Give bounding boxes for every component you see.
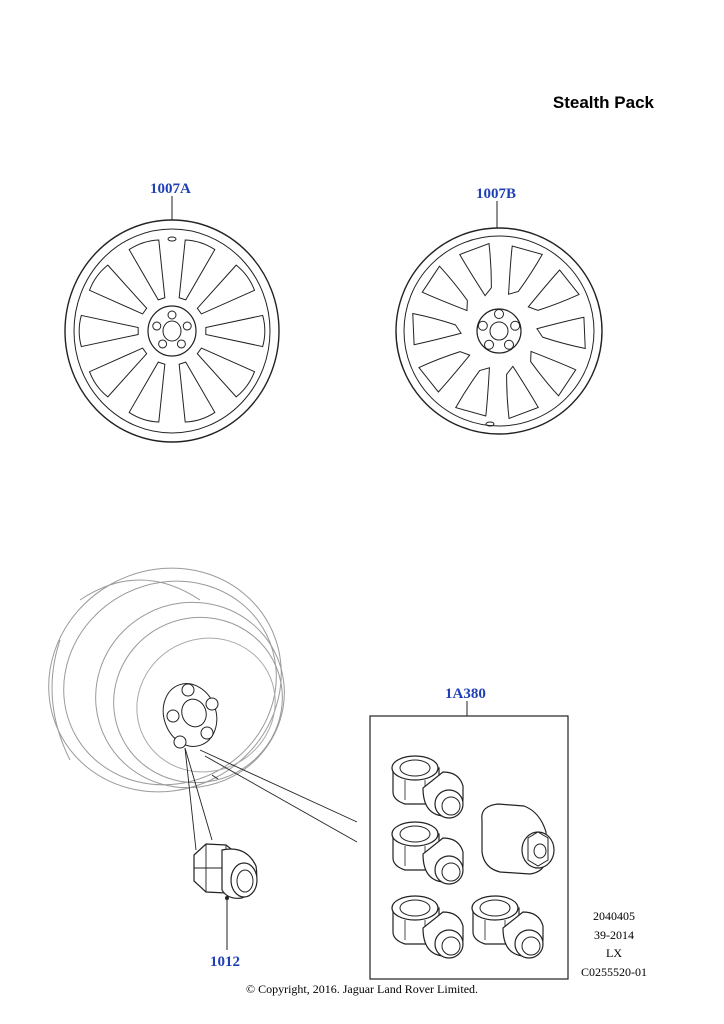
spoke-window	[205, 314, 266, 348]
wheel-1007b[interactable]	[395, 201, 603, 435]
wheel-1007a[interactable]	[64, 196, 280, 443]
spoke-window	[459, 242, 492, 297]
lug-hole	[182, 321, 192, 331]
wheel-1007b-valve	[485, 421, 495, 427]
reference-line-3: LX	[606, 946, 622, 960]
lug-hole	[152, 321, 162, 331]
wheel-1007a-center	[162, 320, 182, 342]
spoke-window	[196, 264, 256, 315]
spoke-window	[421, 265, 468, 312]
nut-leader-dot	[225, 896, 229, 900]
spoke-window	[536, 316, 586, 350]
lug-hole	[167, 310, 177, 320]
spoke-window	[88, 347, 148, 398]
mounted-wheel-hub	[162, 683, 219, 749]
wheel-nut-1012[interactable]	[193, 843, 258, 950]
lug-hole	[494, 309, 504, 319]
lug-hole	[510, 320, 521, 331]
lug-hole	[158, 339, 168, 349]
wheel-1007b-lug-holes	[477, 309, 521, 350]
wheel-1007b-inner-rim	[403, 235, 595, 427]
mounted-wheel-illustration	[48, 567, 285, 793]
reference-line-1: 2040405	[593, 909, 635, 923]
spoke-window	[178, 361, 216, 423]
wheel-1007b-spokes	[412, 242, 586, 420]
callout-1a380[interactable]: 1A380	[445, 686, 486, 702]
lug-hole	[484, 339, 495, 350]
page-title: Stealth Pack	[552, 93, 654, 112]
spoke-window	[196, 347, 256, 398]
wheel-1007a-lug-holes	[152, 310, 192, 349]
callout-1007b[interactable]: 1007B	[476, 186, 517, 202]
spoke-window	[508, 245, 544, 295]
callout-1012[interactable]: 1012	[210, 954, 240, 970]
spoke-window	[506, 365, 539, 420]
reference-line-2: 39-2014	[594, 927, 634, 942]
spoke-window	[454, 367, 490, 417]
spoke-window	[128, 239, 166, 301]
spoke-window	[128, 361, 166, 423]
hub-leader-lines	[184, 747, 358, 851]
wheel-1007a-inner-rim	[73, 228, 271, 434]
lug-hole	[176, 339, 186, 349]
lug-hole	[503, 339, 514, 350]
spoke-window	[530, 350, 577, 397]
callout-1007a[interactable]: 1007A	[150, 181, 191, 197]
spoke-window	[418, 351, 471, 393]
wheel-1007a-valve	[167, 236, 177, 242]
lug-hole	[477, 320, 488, 331]
spoke-window	[88, 264, 148, 315]
wheel-1007b-center	[489, 321, 509, 341]
spoke-window	[527, 269, 580, 311]
lock-kit-1a380[interactable]	[369, 701, 569, 980]
copyright-notice: © Copyright, 2016. Jaguar Land Rover Lim…	[245, 982, 479, 996]
nut-opening-inner	[236, 869, 254, 893]
locking-key	[481, 803, 555, 875]
spoke-window	[412, 312, 462, 346]
spoke-window	[178, 239, 216, 301]
spoke-window	[78, 314, 139, 348]
wheel-1007a-spokes	[78, 239, 266, 423]
reference-line-4: C0255520-01	[581, 964, 647, 979]
